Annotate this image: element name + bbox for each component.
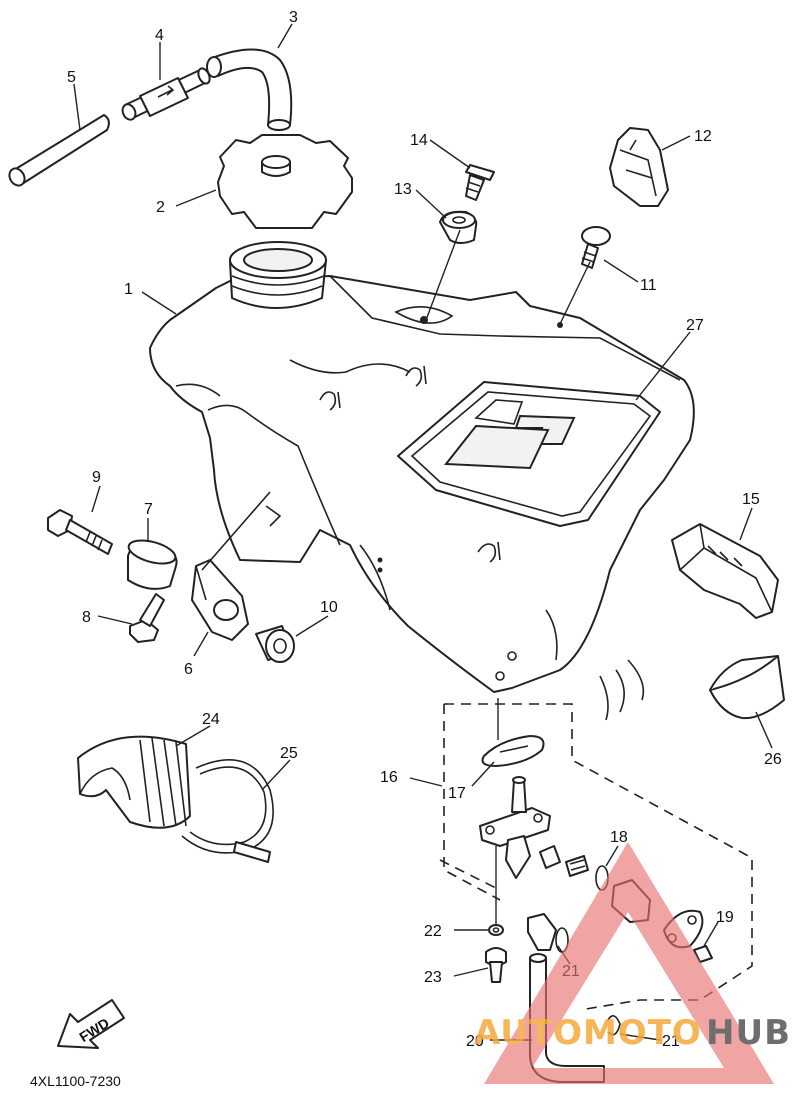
watermark-triangle-icon (484, 842, 774, 1084)
part-2-fuel-cap (217, 134, 353, 229)
part-9-bolt (47, 509, 113, 555)
part-7-grommet (127, 539, 178, 590)
callout-18: 18 (610, 829, 628, 846)
part-18-filter (539, 845, 609, 891)
callout-12: 12 (694, 128, 712, 145)
part-6-bracket (191, 491, 271, 641)
part-14-screw (465, 164, 495, 201)
part-13-collar (439, 210, 478, 244)
part-21-clamp (527, 913, 621, 1036)
callout-19: 19 (716, 909, 734, 926)
part-11-bolt (581, 226, 611, 269)
callout-8: 8 (82, 609, 91, 626)
callout-5: 5 (67, 69, 76, 86)
part-23-bolt (485, 947, 507, 983)
callout-2: 2 (156, 199, 165, 216)
callout-20: 20 (466, 1033, 484, 1050)
callout-22: 22 (424, 923, 442, 940)
watermark-text-primary: AUTOMOTO (474, 1013, 702, 1053)
part-10-collar (255, 625, 295, 663)
callout-25: 25 (280, 745, 298, 762)
diagram-code: 4XL1100-7230 (30, 1073, 121, 1089)
watermark-text-secondary: HUB (706, 1013, 791, 1053)
part-25-band (181, 759, 274, 863)
part-4-check-valve (121, 67, 211, 121)
callout-10: 10 (320, 599, 338, 616)
callout-23: 23 (424, 969, 442, 986)
fwd-arrow-icon: FWD (57, 999, 125, 1049)
callout-6: 6 (184, 661, 193, 678)
callout-labels: 3 4 5 2 1 14 13 12 11 27 9 7 8 6 10 15 2… (67, 9, 782, 1050)
part-16-fuel-cock (479, 776, 551, 928)
part-27-emblem (397, 381, 661, 527)
part-12-clip (609, 127, 669, 207)
part-8-bolt (129, 593, 165, 643)
callout-24: 24 (202, 711, 220, 728)
callout-16: 16 (380, 769, 398, 786)
callout-17: 17 (448, 785, 466, 802)
part-15-bracket (671, 523, 779, 619)
callout-26: 26 (764, 751, 782, 768)
part-5-hose (8, 114, 110, 187)
part-17-gasket (481, 698, 545, 767)
watermark-logo: AUTOMOTO HUB (474, 842, 791, 1084)
part-1-fuel-tank (149, 241, 695, 693)
part-22-washer (488, 924, 504, 936)
part-26-rubber (709, 655, 785, 720)
callout-9: 9 (92, 469, 101, 486)
part-24-cover (77, 735, 191, 829)
callout-11: 11 (640, 277, 657, 294)
group-16-box (439, 703, 753, 1011)
callout-7: 7 (144, 501, 153, 518)
motion-lines (599, 659, 645, 721)
callout-27: 27 (686, 317, 704, 334)
callout-21-lower: 21 (662, 1033, 680, 1050)
callout-4: 4 (155, 27, 164, 44)
part-3-bent-hose (206, 48, 293, 131)
callout-15: 15 (742, 491, 760, 508)
callout-3: 3 (289, 9, 298, 26)
callout-14: 14 (410, 132, 428, 149)
callout-13: 13 (394, 181, 412, 198)
callout-1: 1 (124, 281, 133, 298)
